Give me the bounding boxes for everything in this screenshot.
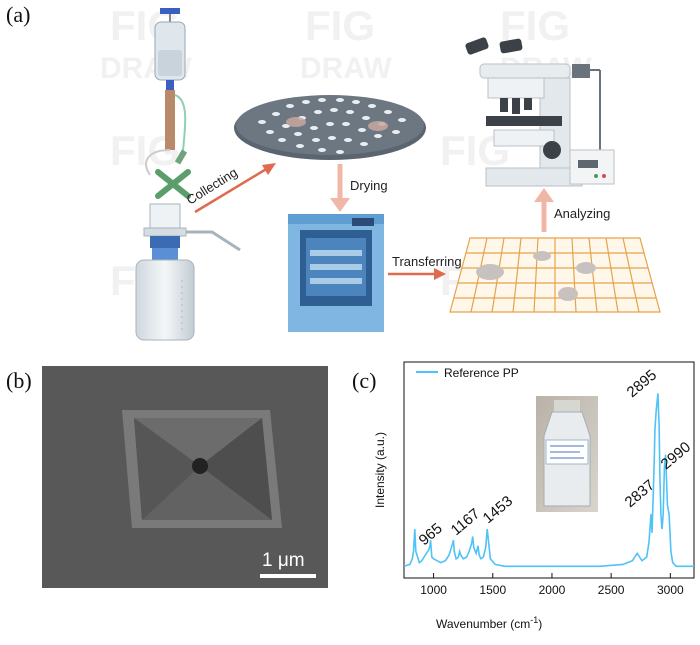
panel-label-b: (b) [6, 368, 32, 393]
analysis-grid-illustration [449, 237, 661, 313]
sem-image: 1 μm [42, 366, 328, 588]
x-ticks: 1000 1500 2000 2500 3000 [420, 573, 684, 597]
peak-label-1453: 1453 [480, 493, 516, 527]
analyzing-arrow: Analyzing [534, 188, 610, 232]
peak-label-2990: 2990 [658, 439, 694, 473]
legend-label: Reference PP [444, 366, 519, 380]
peak-label-965: 965 [416, 520, 446, 549]
scale-bar-label: 1 μm [262, 550, 305, 571]
filter-plate-illustration [234, 95, 426, 160]
x-tick-label: 3000 [657, 583, 684, 597]
bottle-photo-inset [536, 396, 598, 512]
panel-label-a: (a) [6, 2, 30, 27]
microscope-illustration [465, 37, 615, 187]
y-axis-label: Intensity (a.u.) [373, 432, 387, 508]
svg-text:DRAW: DRAW [300, 52, 392, 85]
svg-text:FIG: FIG [305, 2, 375, 49]
x-tick-label: 1000 [420, 583, 447, 597]
x-tick-label: 1500 [479, 583, 506, 597]
transferring-arrow: Transferring [388, 254, 462, 280]
x-axis-label: Wavenumber (cm-1) [436, 615, 542, 631]
drying-arrow: Drying [330, 164, 388, 212]
panel-label-c: (c) [352, 368, 376, 393]
transferring-label: Transferring [392, 254, 462, 269]
freeze-dryer-illustration [288, 214, 384, 332]
plot-frame [403, 361, 695, 579]
analyzing-label: Analyzing [554, 206, 610, 221]
x-tick-label: 2000 [539, 583, 566, 597]
spectrum-line [403, 393, 694, 568]
drying-label: Drying [350, 178, 388, 193]
collecting-arrow: Collecting [184, 163, 276, 214]
x-tick-label: 2500 [598, 583, 625, 597]
spectrum-chart: 1000 1500 2000 2500 3000 Wavenumber (cm-1) I… [373, 361, 695, 631]
filtration-apparatus-illustration [135, 8, 241, 341]
peak-label-2895: 2895 [624, 367, 660, 401]
peak-label-1167: 1167 [448, 505, 484, 539]
